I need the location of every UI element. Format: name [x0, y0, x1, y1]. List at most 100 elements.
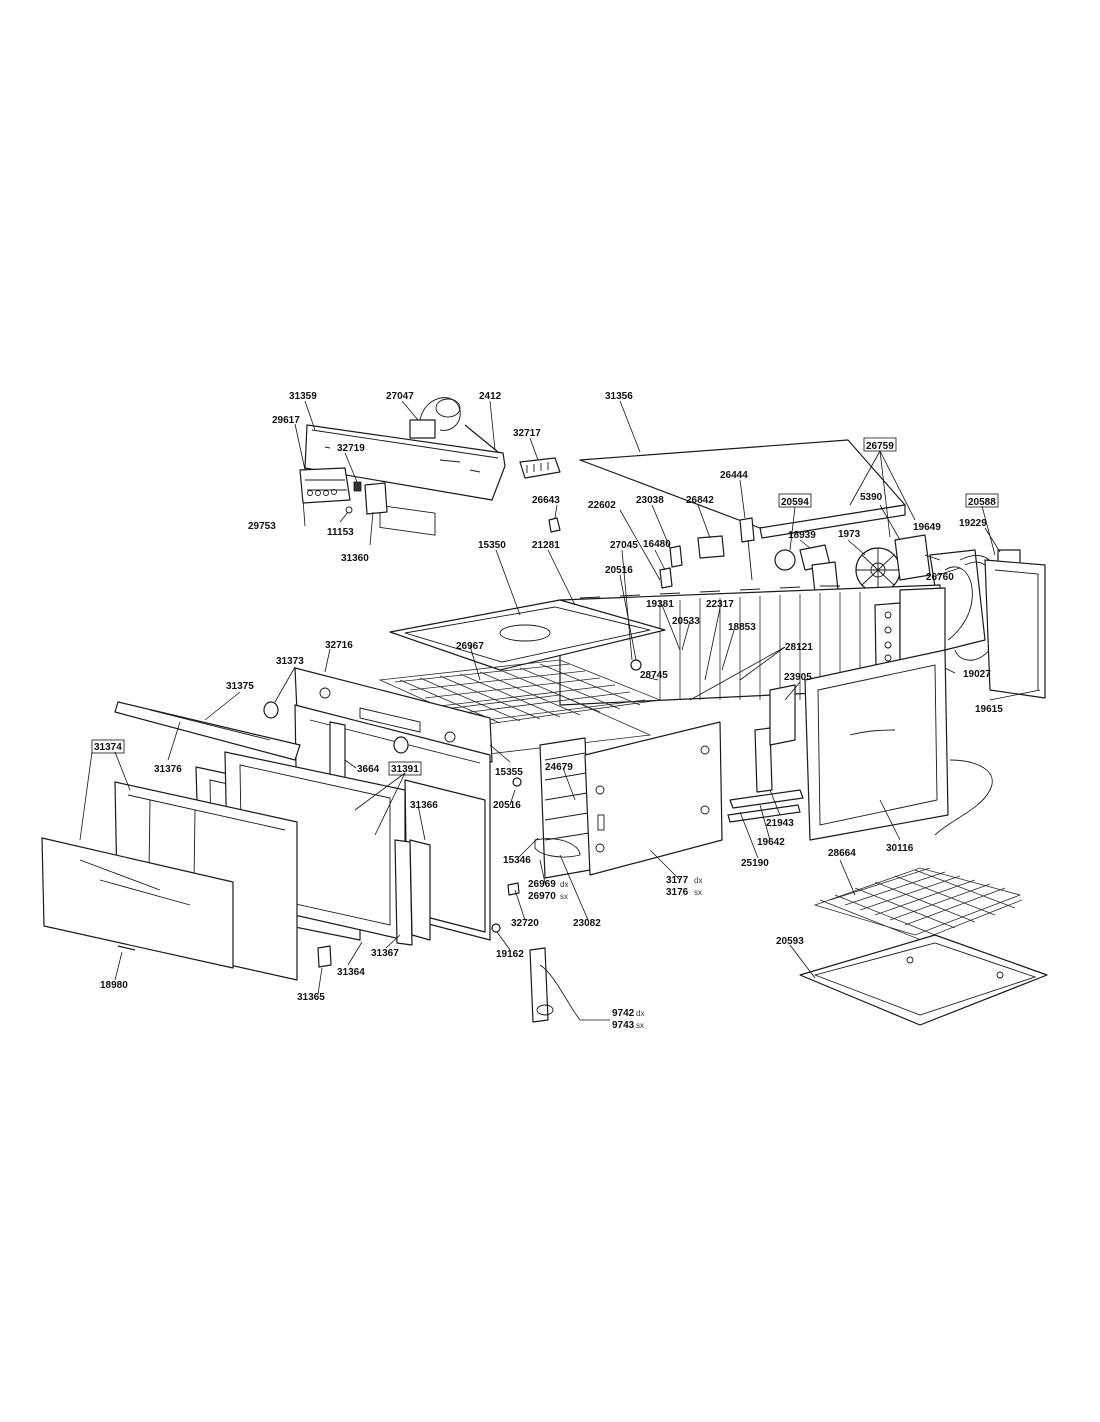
label-22317: 22317 [706, 599, 734, 610]
part-16480 [659, 567, 673, 589]
label-26969: 26969 [528, 879, 556, 890]
control-bracket-31359 [304, 424, 506, 536]
label-31376: 31376 [154, 764, 182, 775]
label-19649: 19649 [913, 522, 941, 533]
label-26969-suffix: dx [560, 880, 568, 889]
part-labels: 31359 27047 2412 31356 29617 32719 32717… [94, 391, 1003, 1031]
label-31360: 31360 [341, 553, 369, 564]
label-26970-suffix: sx [560, 892, 568, 901]
rear-panel-19615 [984, 559, 1046, 699]
label-31366: 31366 [410, 800, 438, 811]
label-28121: 28121 [785, 642, 813, 653]
knob-31373 [263, 701, 409, 754]
fan-motor-1973 [855, 534, 931, 593]
part-32720 [507, 882, 520, 896]
label-31356: 31356 [605, 391, 633, 402]
label-18939: 18939 [788, 530, 816, 541]
label-3664: 3664 [357, 764, 380, 775]
label-26643: 26643 [532, 495, 560, 506]
part-3664 [329, 721, 346, 781]
label-31365: 31365 [297, 992, 325, 1003]
label-31375: 31375 [226, 681, 254, 692]
label-3176: 3176 [666, 887, 689, 898]
plate-23082 [534, 838, 581, 858]
control-panel-32716 [294, 667, 493, 763]
label-20516-mid: 20516 [493, 800, 521, 811]
label-20516-top: 20516 [605, 565, 633, 576]
label-31367: 31367 [371, 948, 399, 959]
label-9743-suffix: sx [636, 1021, 644, 1030]
label-24679: 24679 [545, 762, 573, 773]
label-boxes [91, 437, 999, 776]
label-3176-suffix: sx [694, 888, 702, 897]
strip-31367 [394, 839, 413, 946]
label-26967: 26967 [456, 641, 484, 652]
label-19642: 19642 [757, 837, 785, 848]
wire-rack-28664 [813, 867, 1023, 941]
top-cover-31356 [579, 439, 906, 539]
label-2412: 2412 [479, 391, 502, 402]
label-15346: 15346 [503, 855, 531, 866]
part-20516b [512, 777, 522, 787]
terminal-block-32717 [519, 457, 561, 479]
side-panel-3177 [584, 721, 723, 876]
back-wall-30116 [804, 649, 949, 841]
label-28664: 28664 [828, 848, 856, 859]
bottom-rails [727, 684, 804, 823]
oven-top-panel-15350 [389, 599, 666, 671]
label-31364: 31364 [337, 967, 365, 978]
label-31374: 31374 [94, 742, 122, 753]
leader-lines [79, 400, 1041, 1021]
switch-block-29753 [299, 467, 362, 514]
part-20516a [630, 659, 642, 671]
label-9742-suffix: dx [636, 1009, 644, 1018]
label-18980: 18980 [100, 980, 128, 991]
label-15350: 15350 [478, 540, 506, 551]
label-31391: 31391 [391, 764, 419, 775]
part-19162 [491, 923, 501, 933]
label-19381: 19381 [646, 599, 674, 610]
label-9742: 9742 [612, 1008, 635, 1019]
label-20593: 20593 [776, 936, 804, 947]
tray-20593 [799, 934, 1048, 1026]
label-11153: 11153 [327, 527, 354, 538]
label-26444: 26444 [720, 470, 748, 481]
label-31373: 31373 [276, 656, 304, 667]
label-27045: 27045 [610, 540, 638, 551]
fascia-31375 [114, 701, 301, 761]
label-26842: 26842 [686, 495, 714, 506]
label-3177: 3177 [666, 875, 689, 886]
label-26759: 26759 [866, 441, 894, 452]
label-21281: 21281 [532, 540, 560, 551]
label-23082: 23082 [573, 918, 601, 929]
label-32719: 32719 [337, 443, 365, 454]
label-16480: 16480 [643, 539, 671, 550]
label-29617: 29617 [272, 415, 300, 426]
part-26842 [697, 535, 725, 559]
label-22602: 22602 [588, 500, 616, 511]
strip-31366 [409, 839, 431, 941]
door-assembly [41, 751, 406, 981]
label-5390: 5390 [860, 492, 883, 503]
label-19229: 19229 [959, 518, 987, 529]
label-19162: 19162 [496, 949, 524, 960]
label-29753: 29753 [248, 521, 276, 532]
label-19615: 19615 [975, 704, 1003, 715]
label-1973: 1973 [838, 529, 861, 540]
label-18853: 18853 [728, 622, 756, 633]
label-9743: 9743 [612, 1020, 635, 1031]
plate-31360 [364, 482, 388, 515]
label-23038: 23038 [636, 495, 664, 506]
part-26643 [548, 517, 561, 533]
label-25190: 25190 [741, 858, 769, 869]
oven-lamp-20594 [774, 544, 839, 594]
label-20533: 20533 [672, 616, 700, 627]
thermostat-27047 [409, 397, 461, 439]
label-3177-suffix: dx [694, 876, 702, 885]
label-19027: 19027 [963, 669, 991, 680]
label-15355: 15355 [495, 767, 523, 778]
label-26760: 26760 [926, 572, 954, 583]
part-26444 [739, 517, 755, 543]
label-27047: 27047 [386, 391, 414, 402]
